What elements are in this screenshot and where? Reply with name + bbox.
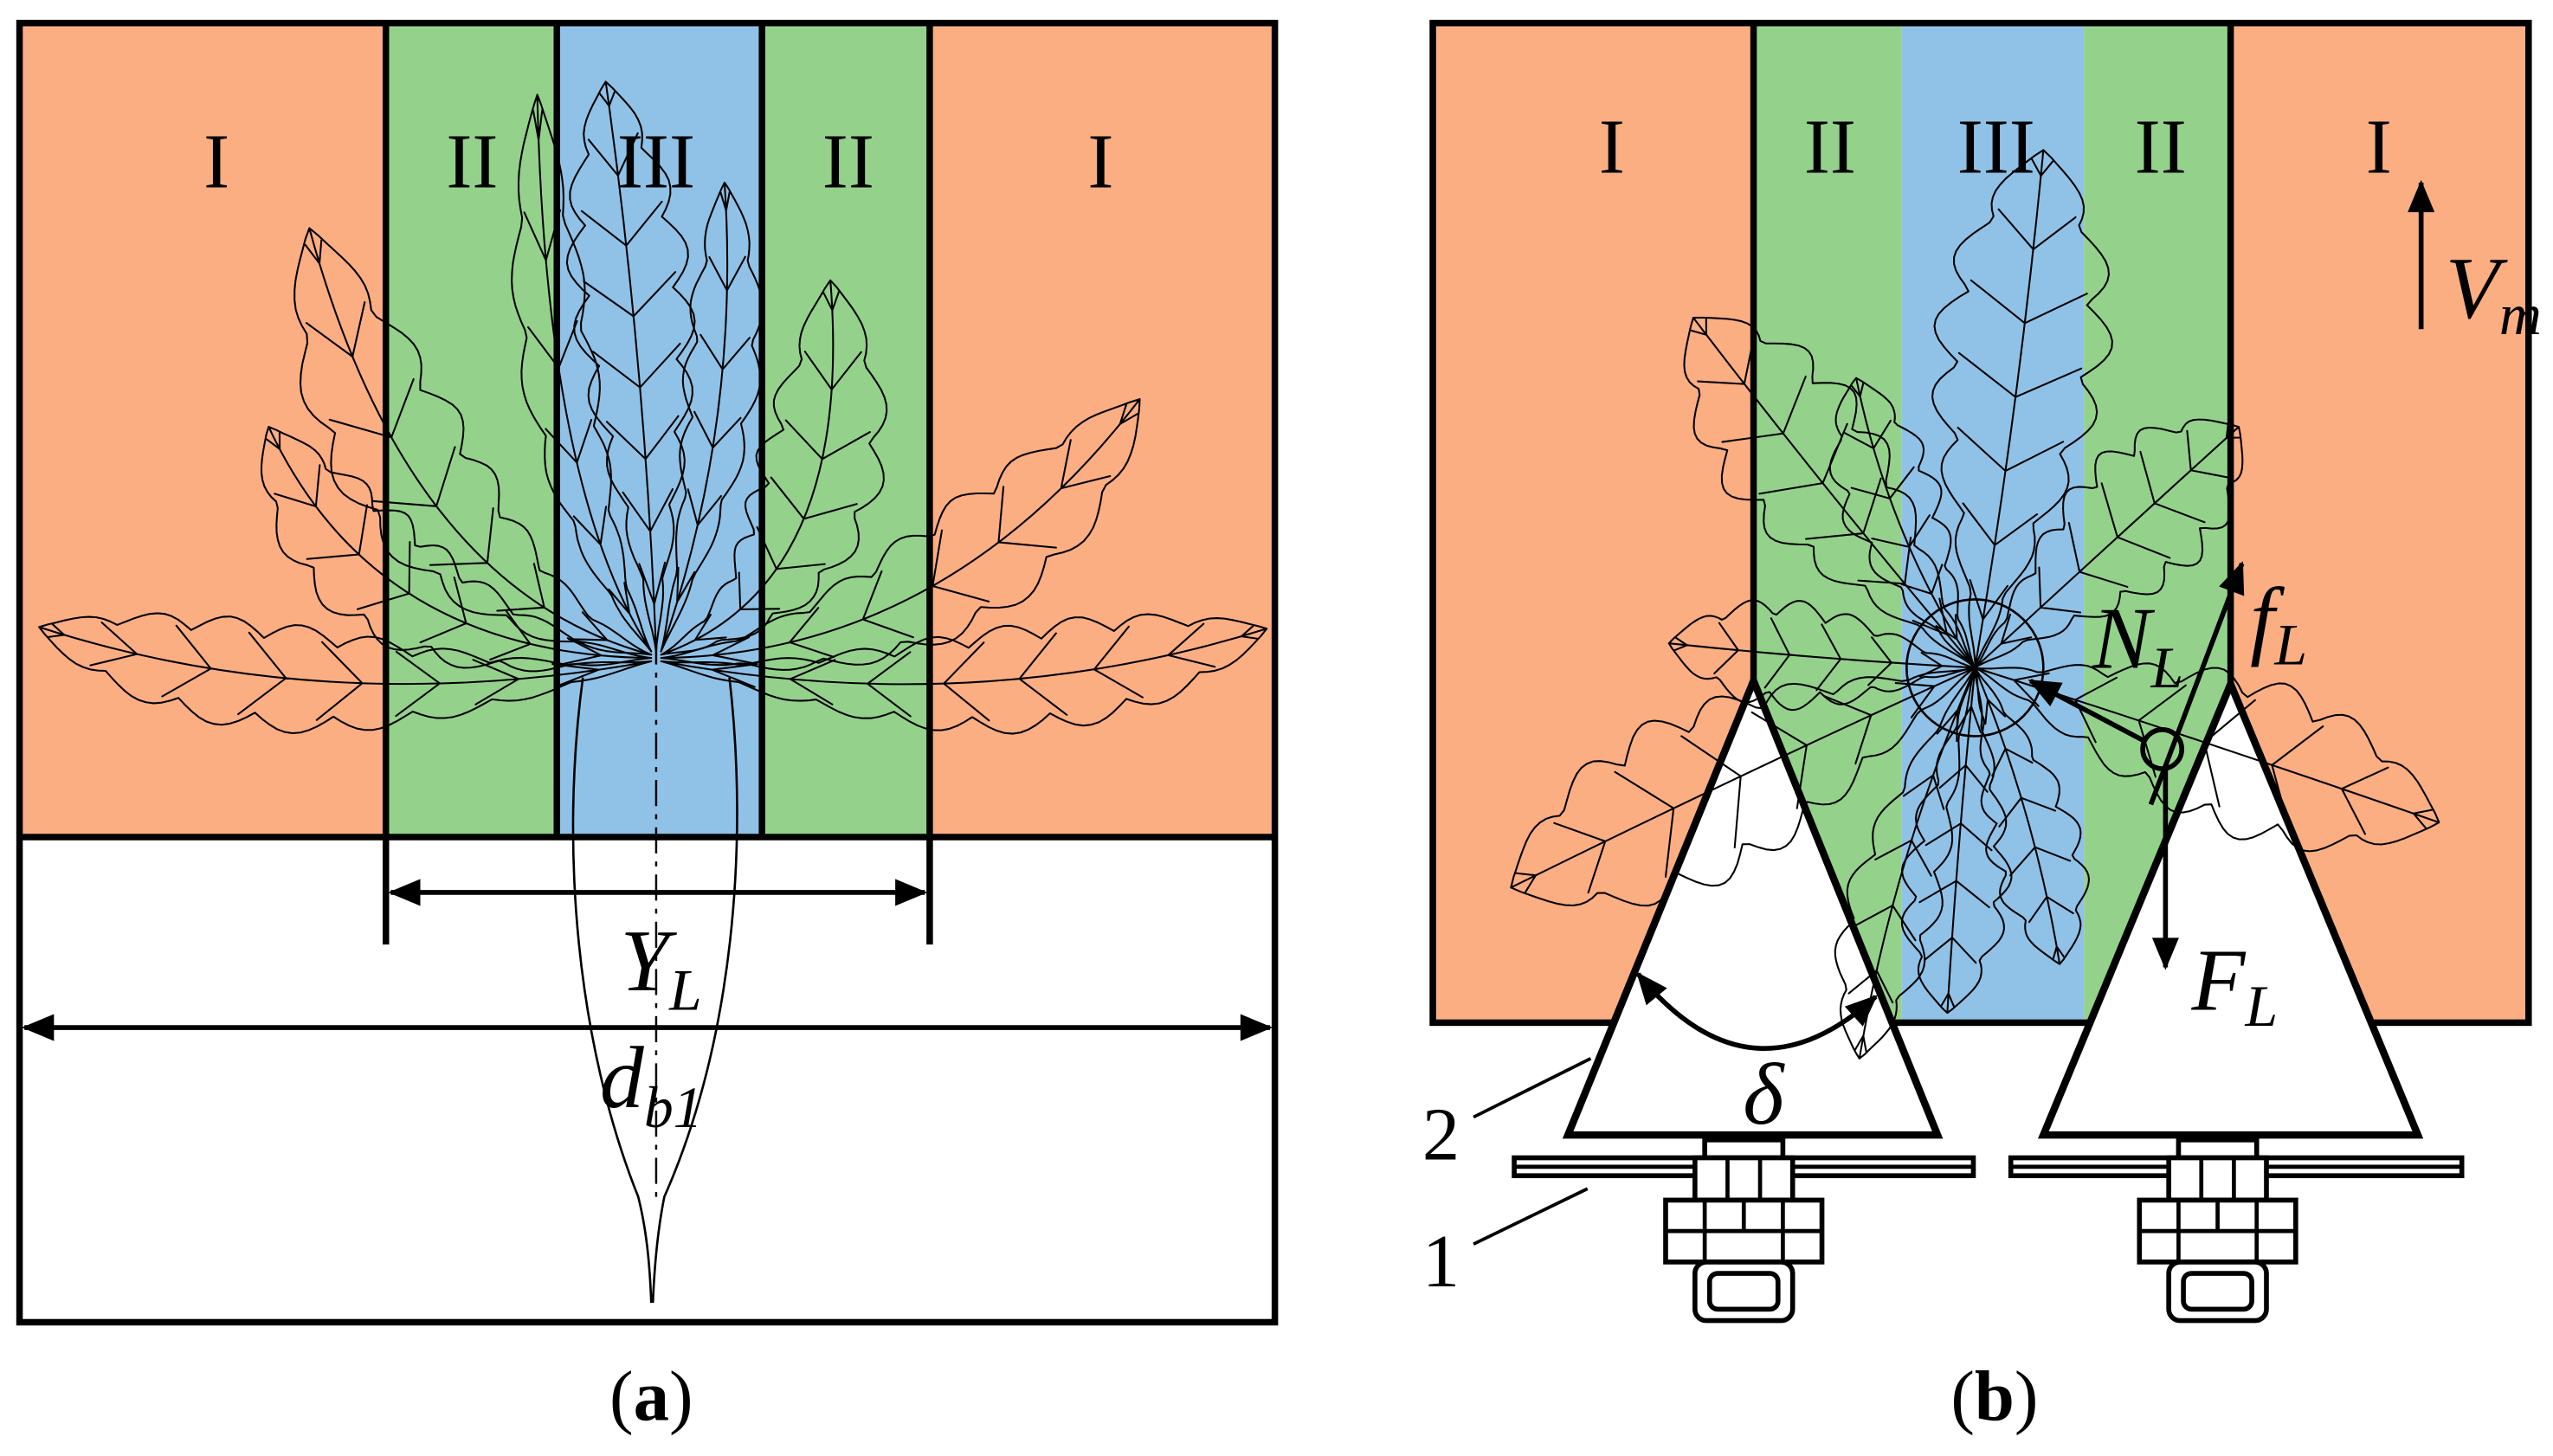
zone-label: I (203, 119, 229, 205)
hub-body (2166, 1155, 2269, 1203)
caption-b: (b) (1950, 1356, 2038, 1435)
velocity-label: Vm (2446, 240, 2542, 347)
contact-point (2140, 727, 2185, 771)
leaf (660, 181, 764, 653)
force-diagram: NL fL FL (2028, 561, 2307, 1039)
rosette-center (1905, 598, 2045, 738)
caption-open: ( (609, 1356, 634, 1435)
plant-side-view (38, 81, 1268, 735)
cutter-hub-right (2008, 1137, 2465, 1324)
span-label: db1 (600, 1029, 702, 1140)
normal-force-label: NL (2092, 589, 2183, 700)
angle-arc (1635, 971, 1878, 1051)
blade-right (2037, 674, 2424, 1139)
leaf (1900, 667, 2013, 1015)
friction-force-arrow (2148, 561, 2245, 806)
leaf (261, 426, 653, 673)
leaf (1828, 377, 1976, 669)
hub-collar (1702, 1137, 1786, 1161)
leaf (38, 612, 653, 735)
symbol: V (2446, 240, 2508, 337)
subscript: L (2273, 613, 2307, 678)
leaf (293, 227, 653, 656)
caption-letter: a (634, 1356, 669, 1435)
zone-I-right (929, 23, 1275, 838)
leaf (1667, 599, 1976, 712)
zone-label: II (822, 119, 874, 205)
hub-cap-inner (2181, 1271, 2254, 1312)
zone-III (557, 23, 763, 838)
panel-b: I II III II I Vm NL fL FL δ (1422, 19, 2542, 1435)
caption-close: ) (2015, 1356, 2039, 1435)
zone-label: III (617, 119, 695, 205)
leaf (1974, 667, 2091, 965)
symbol: Y (621, 912, 678, 1009)
zone-label: II (1804, 104, 1856, 190)
caption-close: ) (669, 1356, 693, 1435)
subscript: L (2245, 974, 2279, 1039)
leader-line-1 (1473, 1187, 1589, 1246)
subscript: m (2499, 282, 2542, 347)
symbol: N (2092, 589, 2156, 686)
leaf (565, 81, 696, 653)
leaf (660, 398, 1141, 671)
part-number-1: 1 (1422, 1220, 1460, 1303)
zone-I-left (19, 23, 386, 838)
cutting-force-label: FL (2190, 931, 2278, 1039)
zone-label: II (2135, 104, 2187, 190)
blade-left (1562, 671, 1944, 1139)
zone-label: III (1957, 104, 2035, 190)
leaf (1683, 316, 1976, 669)
zone-label: I (2366, 104, 2392, 190)
zone-label: I (1087, 119, 1113, 205)
hub-body (1692, 1155, 1795, 1203)
root-outline (571, 677, 738, 1303)
zone-III (1901, 23, 2085, 1023)
part-number-2: 2 (1422, 1092, 1460, 1176)
leaf (1510, 667, 1976, 907)
caption-letter: b (1975, 1356, 2015, 1435)
leader-line-2 (1473, 1057, 1592, 1119)
panel-frame (1429, 19, 2532, 1027)
symbol: F (2190, 931, 2246, 1028)
leaf (511, 93, 653, 653)
hub-cap-inner (1706, 1271, 1781, 1312)
zone-label: II (446, 119, 498, 205)
row-width-label: YL (621, 912, 702, 1023)
leaf (660, 613, 1268, 735)
caption-open: ( (1950, 1356, 1975, 1435)
subscript: L (2150, 635, 2183, 700)
plant-top-view (1510, 149, 2440, 1060)
panel-a: I II III II I YL db1 (a) (16, 19, 1279, 1435)
subscript: L (668, 957, 702, 1022)
normal-force-arrow (2028, 678, 2146, 744)
panel-frame (16, 19, 1279, 1326)
zone-label: I (1599, 104, 1625, 190)
symbol: d (600, 1029, 645, 1126)
subscript: b1 (644, 1075, 703, 1140)
leaf (660, 279, 888, 656)
cutter-hub-left (1512, 1137, 1976, 1324)
angle-label: δ (1743, 1046, 1785, 1143)
blade-right-fill (2043, 684, 2418, 1136)
zone-II-right (762, 23, 930, 838)
caption-a: (a) (609, 1356, 693, 1435)
hub-collar (2176, 1137, 2260, 1161)
